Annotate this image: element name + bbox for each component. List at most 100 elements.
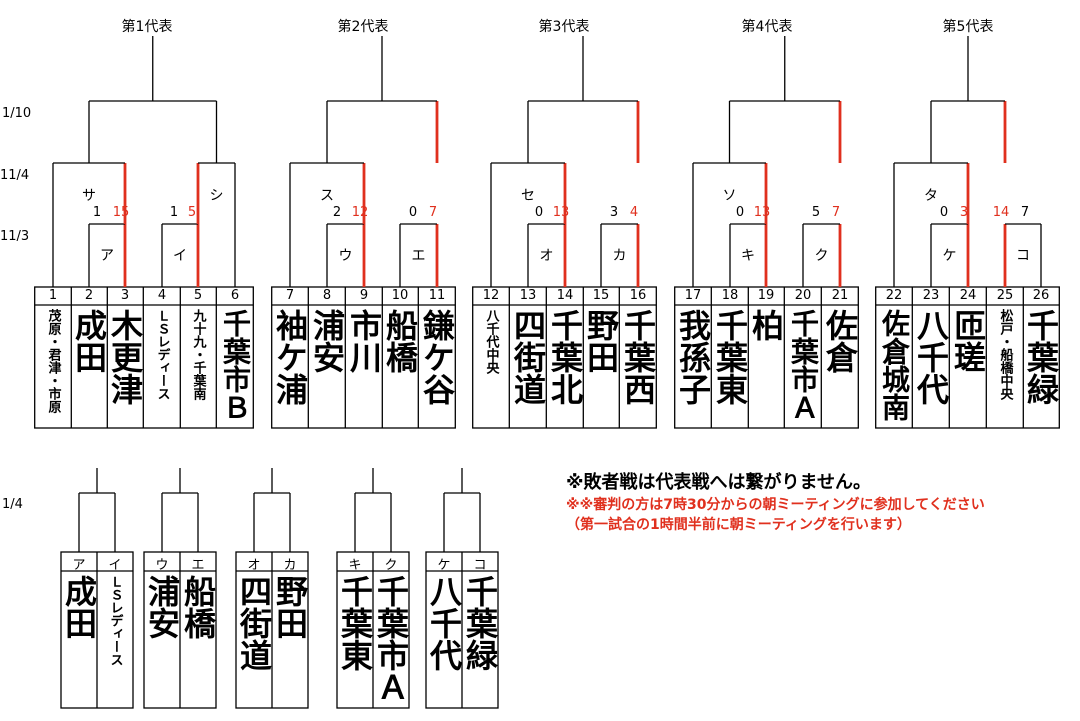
round-label-r2: 11/4 — [0, 168, 30, 183]
team-name: 九十九・千葉南 — [190, 309, 206, 400]
team-number: 19 — [757, 288, 775, 303]
team-number: 3 — [120, 288, 130, 303]
team-name: 千葉市Ｂ — [219, 309, 252, 421]
team-number: 5 — [193, 288, 203, 303]
match-label-r1: エ — [411, 248, 426, 264]
consolation-match-label: ウ — [155, 558, 169, 573]
consolation-team-name: 千葉東 — [336, 575, 374, 671]
representative-title: 第1代表 — [121, 19, 173, 35]
team-name: 千葉市Ａ — [787, 309, 820, 421]
team-number: 11 — [428, 288, 446, 303]
score-ta-left: 0 — [939, 205, 949, 220]
team-number: 17 — [684, 288, 702, 303]
team-name: 浦安 — [308, 309, 346, 373]
score-shi-left: 1 — [169, 205, 179, 220]
representative-title: 第4代表 — [741, 19, 793, 35]
note-line-1: ※敗者戦は代表戦へは繋がりません。 — [566, 472, 871, 493]
representative-title: 第5代表 — [942, 19, 994, 35]
representative-title: 第2代表 — [337, 19, 389, 35]
team-number: 7 — [285, 288, 295, 303]
consolation-team-name: ＬＳレディース — [107, 575, 123, 666]
team-number: 8 — [322, 288, 332, 303]
team-name: 成田 — [70, 309, 108, 373]
team-number: 16 — [629, 288, 647, 303]
score-shi-right: 5 — [187, 205, 197, 220]
match-label-r2: タ — [924, 188, 938, 204]
representative-title: 第3代表 — [538, 19, 590, 35]
team-number: 2 — [84, 288, 94, 303]
team-number: 21 — [831, 288, 849, 303]
score-ka-left: 3 — [609, 205, 619, 220]
team-name: ＬＳレディース — [154, 309, 170, 400]
score-sa-left: 1 — [92, 205, 102, 220]
team-number: 4 — [157, 288, 167, 303]
team-name: 船橋 — [381, 309, 419, 373]
round-label-r1: 11/3 — [0, 229, 30, 244]
team-number: 24 — [959, 288, 977, 303]
consolation-match-label: コ — [473, 558, 487, 573]
match-label-r1: ア — [100, 248, 114, 264]
match-label-r2: セ — [521, 188, 535, 204]
match-label-r1: ケ — [942, 248, 957, 264]
team-number: 14 — [556, 288, 574, 303]
round-label-final: 1/10 — [2, 106, 32, 121]
match-label-r2: サ — [82, 188, 96, 204]
score-so-right: 13 — [753, 205, 771, 220]
consolation-team-name: 千葉緑 — [461, 575, 499, 671]
team-name: 野田 — [582, 309, 620, 373]
match-label-r1: キ — [741, 248, 755, 264]
team-number: 23 — [922, 288, 940, 303]
consolation-team-name: 浦安 — [143, 575, 181, 639]
score-so-left: 0 — [735, 205, 745, 220]
team-name: 茂原・君津・市原 — [45, 309, 61, 413]
team-number: 26 — [1032, 288, 1050, 303]
consolation-match-label: エ — [191, 558, 205, 573]
team-number: 22 — [885, 288, 903, 303]
score-sa-right: 15 — [112, 205, 130, 220]
score-ka-right: 4 — [629, 205, 639, 220]
team-number: 6 — [230, 288, 240, 303]
team-name: 四街道 — [509, 309, 547, 405]
score-ta-right: 3 — [959, 205, 969, 220]
team-name: 八千代 — [912, 309, 950, 405]
score-ko-right: 7 — [1020, 205, 1030, 220]
consolation-match-label: キ — [348, 558, 362, 573]
team-name: 千葉北 — [546, 309, 584, 405]
match-label-r2: ス — [320, 188, 334, 204]
match-label-r1: カ — [612, 248, 627, 264]
score-ko-left: 14 — [992, 205, 1010, 220]
team-number: 1 — [48, 288, 58, 303]
team-name: 柏 — [747, 309, 785, 341]
consolation-team-name: 船橋 — [179, 575, 217, 639]
team-number: 25 — [996, 288, 1014, 303]
team-name: 袖ケ浦 — [271, 309, 309, 405]
score-ku-left: 5 — [811, 205, 821, 220]
team-number: 13 — [519, 288, 537, 303]
score-se-left: 0 — [534, 205, 544, 220]
consolation-team-name: 成田 — [60, 575, 98, 639]
team-name: 我孫子 — [674, 309, 712, 405]
team-name: 千葉東 — [711, 309, 749, 405]
consolation-match-label: イ — [108, 558, 122, 573]
score-e-right: 7 — [428, 205, 438, 220]
consolation-team-name: 野田 — [271, 575, 309, 639]
team-name: 松戸・船橋中央 — [997, 309, 1013, 400]
match-label-r1: ウ — [338, 248, 353, 264]
consolation-team-name: 四街道 — [235, 575, 273, 671]
score-su-left: 2 — [332, 205, 342, 220]
match-label-r1: ク — [814, 248, 829, 264]
match-label-r1: オ — [539, 248, 554, 264]
match-label-r1: コ — [1016, 248, 1030, 264]
consolation-team-name: 八千代 — [425, 575, 463, 671]
consolation-match-label: ア — [72, 558, 86, 573]
team-name: 佐倉 — [821, 309, 859, 373]
consolation-match-label: ケ — [437, 558, 451, 573]
team-group-box-1 — [34, 286, 254, 429]
consolation-match-label: オ — [247, 558, 261, 573]
team-number: 18 — [721, 288, 739, 303]
team-name: 鎌ケ谷 — [418, 309, 456, 405]
team-name: 木更津 — [106, 309, 144, 405]
match-label-r2: ソ — [722, 188, 737, 204]
score-su-right: 12 — [351, 205, 369, 220]
team-name: 市川 — [345, 309, 383, 373]
